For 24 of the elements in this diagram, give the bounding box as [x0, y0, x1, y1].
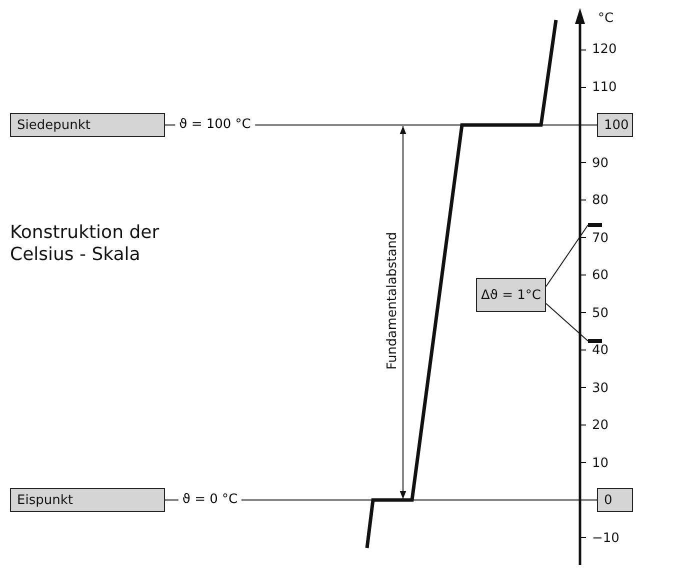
bold-tick-mark [588, 339, 602, 343]
tick-label: 110 [592, 81, 617, 94]
tick-label: 50 [592, 306, 609, 320]
term-box: Eispunkt [10, 488, 165, 512]
heading-text: Konstruktion der Celsius - Skala [10, 222, 160, 266]
tick-label: 70 [592, 232, 609, 244]
term-box: Siedepunkt [10, 113, 165, 137]
tick-label: 40 [592, 344, 609, 357]
value-box: 0 [597, 488, 633, 512]
tick-label: 20 [592, 419, 609, 432]
dimension-label: Fundamentalabstand [386, 232, 399, 370]
tick-label: 10 [592, 456, 609, 470]
tick-label: 90 [592, 156, 609, 170]
tick-label: −10 [592, 532, 620, 544]
unit-label: °C [598, 12, 614, 25]
leader-line [546, 224, 588, 287]
tick-label: 60 [592, 269, 609, 282]
tick-label: 30 [592, 382, 609, 394]
tick-label: 120 [592, 43, 617, 56]
bold-tick-mark [588, 223, 602, 227]
leader-line [546, 303, 588, 342]
value-box: 100 [597, 113, 633, 137]
tick-label: 80 [592, 194, 609, 207]
interval-box: Δϑ = 1°C [476, 278, 546, 312]
